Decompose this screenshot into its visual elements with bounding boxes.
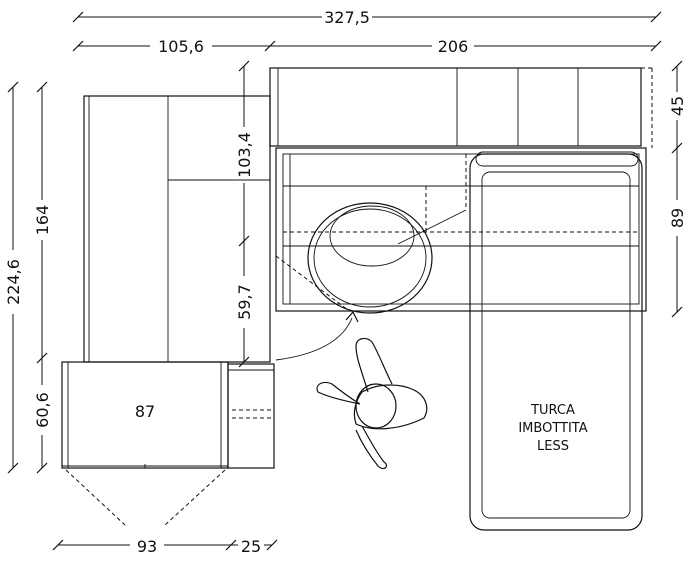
dim-bottom-width-label: 93 xyxy=(137,537,157,556)
dim-left-tall-label: 164 xyxy=(33,205,52,236)
dim-left-width-label: 105,6 xyxy=(158,37,204,56)
dim-left-split: 164 60,6 xyxy=(32,81,52,474)
top-wall-cabinets xyxy=(269,67,653,148)
dim-total-width: 327,5 xyxy=(72,6,662,28)
turca-label-line3: LESS xyxy=(537,439,569,454)
turca-label-line1: TURCA xyxy=(530,403,575,418)
dim-right-depths: 45 89 xyxy=(667,60,687,318)
dim-bottom: 93 25 xyxy=(52,535,278,556)
dim-right-depth-label: 89 xyxy=(668,208,687,228)
dim-split-widths: 105,6 206 xyxy=(72,35,662,57)
dim-right-width-label: 206 xyxy=(438,37,469,56)
sink xyxy=(307,202,433,314)
turca-bed: TURCA IMBOTTITA LESS xyxy=(469,151,643,531)
person-figure xyxy=(316,337,428,470)
small-unit-25 xyxy=(227,363,275,469)
swing-arrow xyxy=(275,310,359,361)
dim-left-total-label: 224,6 xyxy=(4,259,23,305)
bottom-unit-87: 87 xyxy=(61,361,229,526)
dim-top-depth-label: 45 xyxy=(668,96,687,116)
unit-87-label: 87 xyxy=(135,402,155,421)
dim-column: 103,4 59,7 xyxy=(234,60,254,368)
dim-total-width-label: 327,5 xyxy=(324,8,370,27)
turca-label-line2: IMBOTTITA xyxy=(518,421,587,436)
dim-left-low-label: 60,6 xyxy=(33,392,52,428)
dim-col-upper-label: 103,4 xyxy=(235,132,254,178)
base-unit xyxy=(269,147,647,362)
dim-left-total: 224,6 xyxy=(3,81,23,474)
dim-bottom-small-label: 25 xyxy=(241,537,261,556)
dim-col-lower-label: 59,7 xyxy=(235,284,254,320)
